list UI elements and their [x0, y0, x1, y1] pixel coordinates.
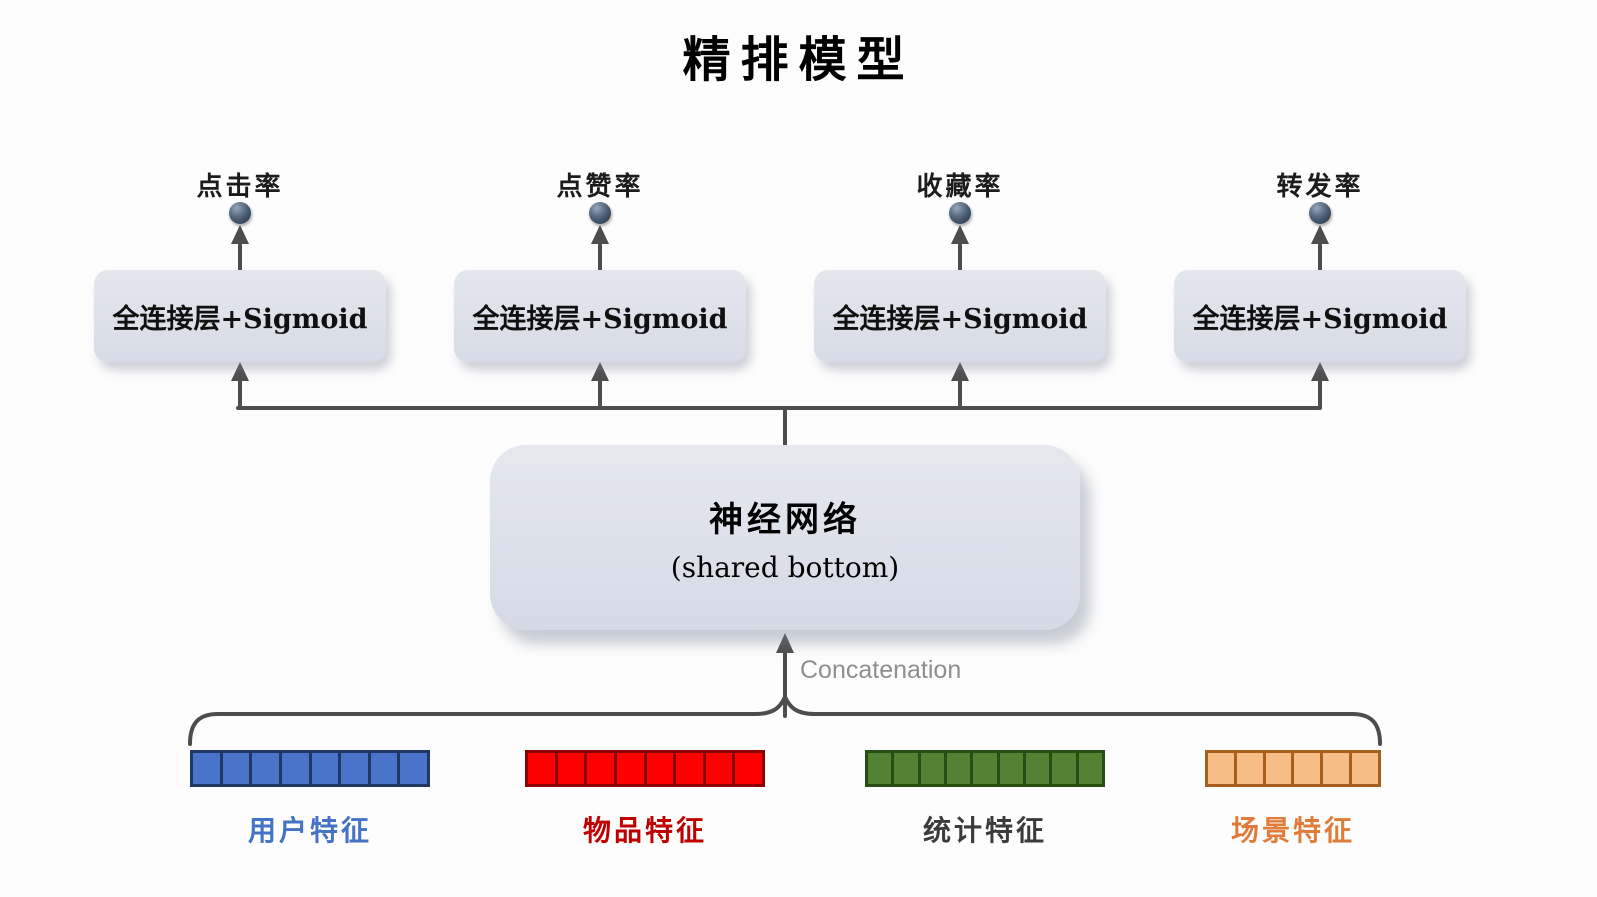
shared-bottom-subtitle: (shared bottom) [670, 550, 900, 584]
arrow-tower-to-output-4 [1311, 225, 1329, 272]
tower-box-3: 全连接层+Sigmoid [814, 270, 1106, 362]
feature-cell [1049, 750, 1079, 787]
feature-cell [554, 750, 588, 787]
feature-cell [1233, 750, 1266, 787]
output-node-dot-2 [589, 202, 611, 224]
feature-cell [1075, 750, 1105, 787]
feature-cell [613, 750, 647, 787]
output-label-like-rate: 点赞率 [556, 172, 644, 202]
feature-vector-scene [1205, 750, 1381, 787]
output-node-dot-3 [949, 202, 971, 224]
feature-cell [1022, 750, 1053, 787]
feature-cell [190, 750, 223, 787]
feature-cell [891, 750, 921, 787]
feature-cell [673, 750, 706, 787]
feature-brace [188, 695, 1382, 746]
diagram-title: 精排模型 [682, 32, 915, 88]
feature-group-user: 用户特征 [190, 750, 430, 849]
output-label-share-rate: 转发率 [1276, 172, 1364, 202]
bus-line [236, 406, 1320, 448]
tower-box-label: 全连接层+Sigmoid [472, 303, 728, 335]
arrow-bus-to-tower-1 [231, 362, 249, 410]
feature-cell [584, 750, 617, 787]
feature-cell [1262, 750, 1295, 787]
tower-box-label: 全连接层+Sigmoid [832, 303, 1088, 335]
feature-cell [278, 750, 312, 787]
arrow-bus-to-tower-3 [951, 362, 969, 410]
tower-box-label: 全连接层+Sigmoid [1192, 303, 1448, 335]
tower-box-2: 全连接层+Sigmoid [454, 270, 746, 362]
feature-cell [1320, 750, 1353, 787]
feature-vector-user [190, 750, 430, 787]
feature-label-scene: 场景特征 [1230, 814, 1355, 847]
shared-bottom-box: 神经网络 (shared bottom) [490, 445, 1080, 630]
output-label-favorite-rate: 收藏率 [916, 172, 1004, 202]
feature-cell [996, 750, 1026, 787]
feature-vector-item [525, 750, 765, 787]
feature-cell [1205, 750, 1237, 787]
feature-group-item: 物品特征 [525, 750, 765, 849]
arrow-tower-to-output-3 [951, 225, 969, 272]
feature-group-scene: 场景特征 [1205, 750, 1381, 849]
feature-label-item: 物品特征 [582, 814, 707, 847]
feature-cell [943, 750, 974, 787]
arrow-tower-to-output-2 [591, 225, 609, 272]
output-label-click-rate: 点击率 [196, 172, 284, 202]
feature-label-stats: 统计特征 [922, 814, 1047, 847]
concatenation-label: Concatenation [800, 656, 962, 684]
feature-cell [219, 750, 253, 787]
feature-cell [1291, 750, 1324, 787]
feature-cell [249, 750, 282, 787]
feature-cell [1349, 750, 1381, 787]
feature-cell [970, 750, 1000, 787]
feature-cell [917, 750, 947, 787]
feature-cell [397, 750, 430, 787]
feature-cell [308, 750, 342, 787]
tower-box-label: 全连接层+Sigmoid [112, 303, 368, 335]
feature-cell [865, 750, 895, 787]
feature-cell [732, 750, 765, 787]
feature-cell [643, 750, 677, 787]
feature-cell [338, 750, 371, 787]
output-node-dot-1 [229, 202, 251, 224]
concatenation-arrow [776, 633, 794, 718]
shared-bottom-title: 神经网络 [709, 499, 861, 540]
feature-vector-stats [865, 750, 1105, 787]
tower-box-4: 全连接层+Sigmoid [1174, 270, 1466, 362]
feature-group-stats: 统计特征 [865, 750, 1105, 849]
arrow-tower-to-output-1 [231, 225, 249, 272]
arrow-bus-to-tower-2 [591, 362, 609, 410]
feature-label-user: 用户特征 [247, 814, 372, 847]
arrow-bus-to-tower-4 [1311, 362, 1329, 410]
output-node-dot-4 [1309, 202, 1331, 224]
feature-cell [525, 750, 558, 787]
feature-cell [702, 750, 736, 787]
tower-box-1: 全连接层+Sigmoid [94, 270, 386, 362]
feature-cell [367, 750, 401, 787]
